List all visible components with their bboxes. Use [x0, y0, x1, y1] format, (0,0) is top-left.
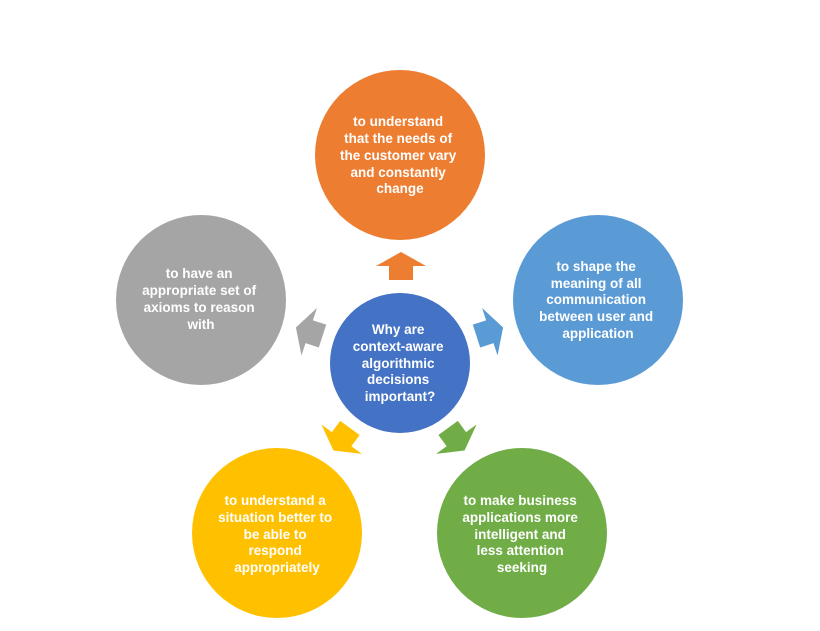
- node-left-line: to have an: [166, 266, 233, 281]
- node-bottom-left-circle: [192, 448, 362, 618]
- node-bottom-right-line: intelligent and: [474, 527, 566, 542]
- center-line: context-aware: [353, 339, 444, 354]
- node-top-line: to understand: [353, 114, 443, 129]
- arrow-to-left: [295, 307, 327, 356]
- node-bottom-right-line: less attention: [477, 543, 564, 558]
- node-top-text: to understand that the needs of the cust…: [340, 114, 460, 196]
- node-bottom-right-line: to make business: [463, 493, 576, 508]
- arrow-to-right: [472, 307, 504, 356]
- node-right-line: to shape the: [556, 259, 636, 274]
- arrow-to-bottom-left: [321, 420, 362, 454]
- node-right-line: application: [562, 326, 633, 341]
- center-line: Why are: [372, 322, 425, 337]
- center-circle: [330, 293, 470, 433]
- center-text: Why are context-aware algorithmic decisi…: [353, 322, 448, 404]
- node-bottom-left-line: to understand a: [224, 493, 326, 508]
- arrow-to-bottom-right: [436, 420, 477, 454]
- node-bottom-left-text: to understand a situation better to be a…: [218, 493, 336, 575]
- node-right-text: to shape the meaning of all communicatio…: [539, 259, 657, 341]
- node-top-circle: [315, 70, 485, 240]
- node-top-line: and constantly: [350, 165, 446, 180]
- node-bottom-right-line: seeking: [497, 560, 547, 575]
- node-top-line: the customer vary: [340, 148, 457, 163]
- node-bottom-left-line: be able to: [244, 527, 307, 542]
- center-line: decisions: [367, 372, 429, 387]
- node-left-text: to have an appropriate set of axioms to …: [142, 266, 260, 332]
- node-left-line: with: [187, 317, 215, 332]
- node-bottom-left-line: appropriately: [234, 560, 320, 575]
- node-top-line: that the needs of: [344, 131, 453, 146]
- node-right-line: communication: [546, 292, 646, 307]
- node-right-line: meaning of all: [551, 276, 642, 291]
- arrow-to-top: [376, 252, 426, 280]
- node-bottom-right-text: to make business applications more intel…: [462, 493, 581, 575]
- node-bottom-left-line: respond: [248, 543, 301, 558]
- node-left-line: axioms to reason: [144, 300, 255, 315]
- center-line: important?: [365, 389, 436, 404]
- node-left-line: appropriate set of: [142, 283, 257, 298]
- node-bottom-right-circle: [437, 448, 607, 618]
- node-right-circle: [513, 215, 683, 385]
- node-right-line: between user and: [539, 309, 653, 324]
- node-bottom-right-line: applications more: [462, 510, 578, 525]
- node-left-circle: [116, 215, 286, 385]
- node-bottom-left-line: situation better to: [218, 510, 332, 525]
- node-top-line: change: [376, 181, 424, 196]
- center-line: algorithmic: [362, 356, 435, 371]
